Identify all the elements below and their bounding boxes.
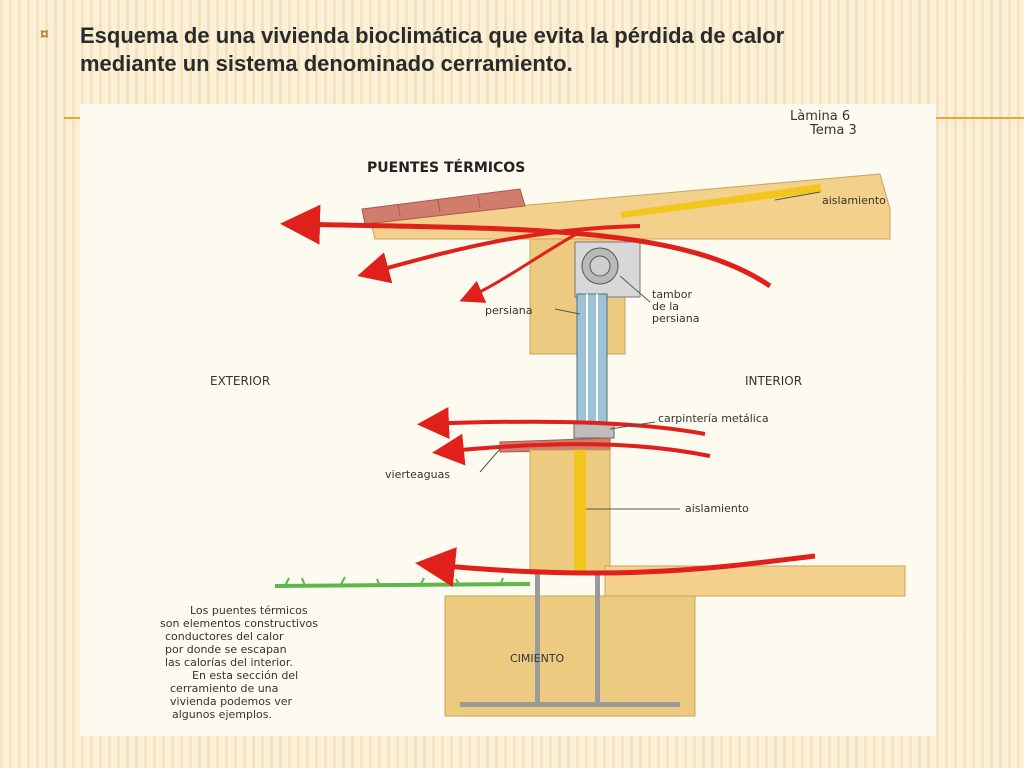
wall-lower bbox=[529, 449, 611, 575]
shutter-label: persiana bbox=[485, 304, 533, 317]
heat-arrow-floor bbox=[415, 547, 816, 587]
roof-insulation bbox=[620, 184, 822, 218]
note-line-3: conductores del calor bbox=[165, 630, 284, 643]
roof bbox=[361, 173, 891, 240]
decorative-line-right bbox=[935, 117, 1024, 119]
drum-label-line-3: persiana bbox=[652, 312, 700, 325]
note-line-5: las calorías del interior. bbox=[165, 656, 293, 669]
topic-label: Tema 3 bbox=[809, 123, 857, 138]
sheet-label: Làmina 6 bbox=[790, 109, 850, 124]
slide-header: ¤ Esquema de una vivienda bioclimática q… bbox=[40, 22, 990, 78]
thermal-bridges-drawing: Làmina 6 Tema 3 PUENTES TÉRMICOS aislami… bbox=[80, 104, 936, 736]
interior-label: INTERIOR bbox=[745, 374, 802, 388]
decorative-line-left bbox=[64, 117, 82, 119]
heat-loss-arrows bbox=[280, 204, 816, 587]
bullet-icon: ¤ bbox=[40, 26, 49, 43]
wall bbox=[499, 238, 906, 597]
roof-insulation-label: aislamiento bbox=[822, 194, 886, 207]
foundation bbox=[274, 574, 696, 717]
roof-tiles bbox=[361, 188, 526, 225]
foundation-label: CIMIENTO bbox=[510, 652, 565, 665]
heat-arrow-roof-2 bbox=[357, 224, 641, 284]
grass bbox=[274, 582, 531, 588]
heat-arrow-roof-3 bbox=[459, 230, 581, 303]
diagram-heading: PUENTES TÉRMICOS bbox=[367, 159, 525, 176]
foundation-block bbox=[444, 595, 696, 717]
note-line-1: Los puentes térmicos bbox=[190, 604, 308, 617]
heat-arrow-frame-1 bbox=[417, 407, 706, 440]
wall-insulation-label: aislamiento bbox=[685, 502, 749, 515]
note-line-9: algunos ejemplos. bbox=[172, 708, 272, 721]
exterior-label: EXTERIOR bbox=[210, 374, 270, 388]
leader-lines bbox=[479, 191, 821, 510]
frame-label: carpintería metálica bbox=[658, 412, 769, 425]
drawing-svg: Làmina 6 Tema 3 PUENTES TÉRMICOS aislami… bbox=[160, 109, 906, 721]
sill-label: vierteaguas bbox=[385, 468, 450, 481]
explanatory-note: Los puentes térmicos son elementos const… bbox=[160, 604, 318, 721]
wall-insulation bbox=[574, 450, 586, 574]
note-line-7: cerramiento de una bbox=[170, 682, 278, 695]
drum-label-line-1: tambor bbox=[652, 288, 692, 301]
roof-slab bbox=[369, 173, 891, 240]
slide-title: Esquema de una vivienda bioclimática que… bbox=[80, 23, 785, 76]
floor-slab bbox=[604, 565, 906, 597]
note-line-6: En esta sección del bbox=[192, 669, 298, 682]
drum-label-line-2: de la bbox=[652, 300, 679, 313]
note-line-2: son elementos constructivos bbox=[160, 617, 318, 630]
note-line-4: por donde se escapan bbox=[165, 643, 287, 656]
heat-arrow-frame-2 bbox=[432, 433, 711, 466]
window-glass bbox=[576, 293, 608, 425]
note-line-8: vivienda podemos ver bbox=[170, 695, 293, 708]
window-frame bbox=[573, 423, 615, 439]
